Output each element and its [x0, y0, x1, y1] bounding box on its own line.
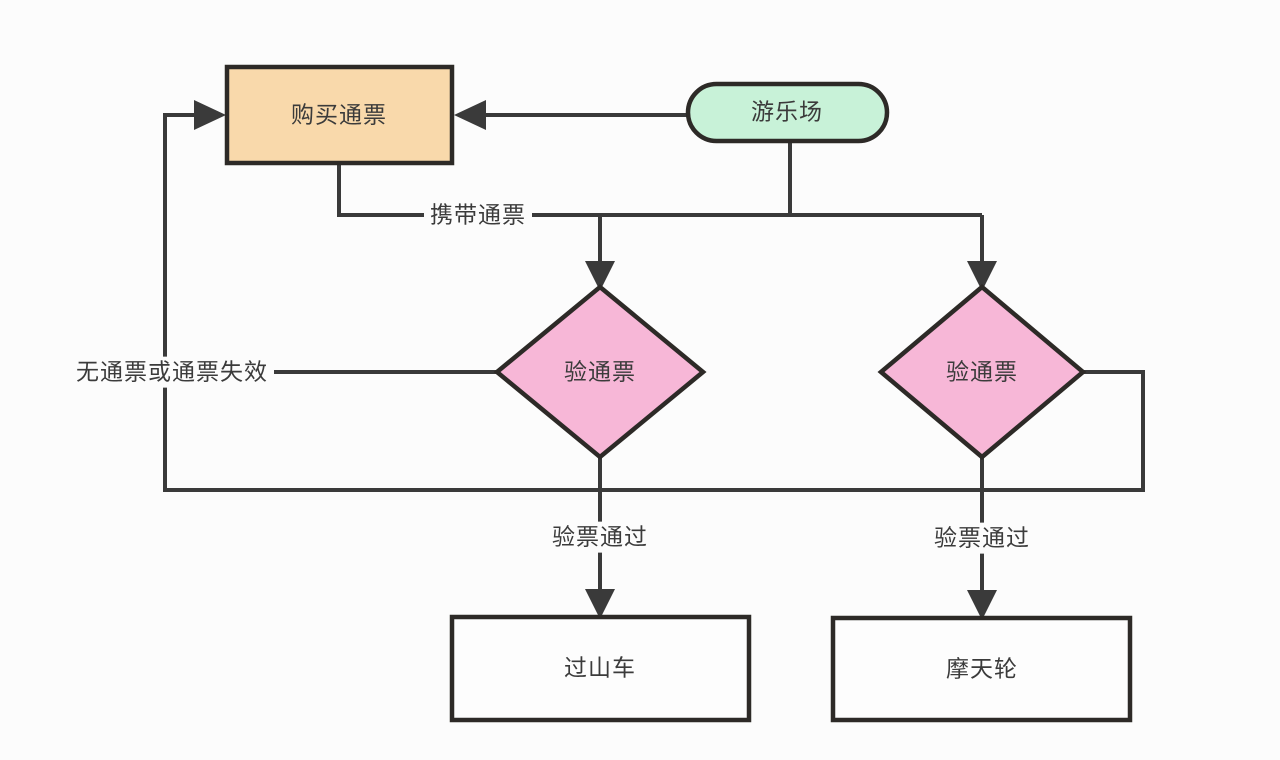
node-ferris-wheel-label: 摩天轮	[946, 655, 1018, 682]
edge-buy-pass-carry	[337, 163, 982, 217]
node-buy-pass-label: 购买通票	[291, 101, 387, 128]
arrowhead-into-ferris-wheel	[967, 590, 997, 620]
edge-label-check-passed-right: 验票通过	[928, 522, 1036, 554]
node-buy-pass-shape	[224, 64, 455, 166]
arrowhead-into-buy-pass-right	[454, 100, 486, 130]
node-park-shape	[685, 81, 890, 144]
node-roller-coaster-shape	[449, 614, 752, 723]
edge-label-no-pass-or-expired: 无通票或通票失效	[70, 356, 274, 388]
edge-label-check-passed-left: 验票通过	[546, 521, 654, 553]
node-ferris-wheel-shape	[830, 615, 1133, 723]
node-park-label: 游乐场	[751, 98, 823, 125]
arrowhead-into-roller-coaster	[585, 589, 615, 619]
arrowhead-into-left-diamond	[585, 261, 615, 291]
edge-loop-back-to-buy-pass	[163, 113, 1145, 492]
edge-label-carry-pass: 携带通票	[424, 199, 532, 231]
node-check-pass-left-shape	[493, 284, 707, 460]
arrowhead-into-buy-pass-left	[194, 100, 226, 130]
node-check-pass-right-shape	[877, 284, 1087, 460]
node-check-pass-left-label: 验通票	[564, 358, 636, 385]
node-check-pass-right-label: 验通票	[946, 358, 1018, 385]
node-roller-coaster-label: 过山车	[564, 654, 636, 681]
arrowhead-into-right-diamond	[967, 261, 997, 291]
